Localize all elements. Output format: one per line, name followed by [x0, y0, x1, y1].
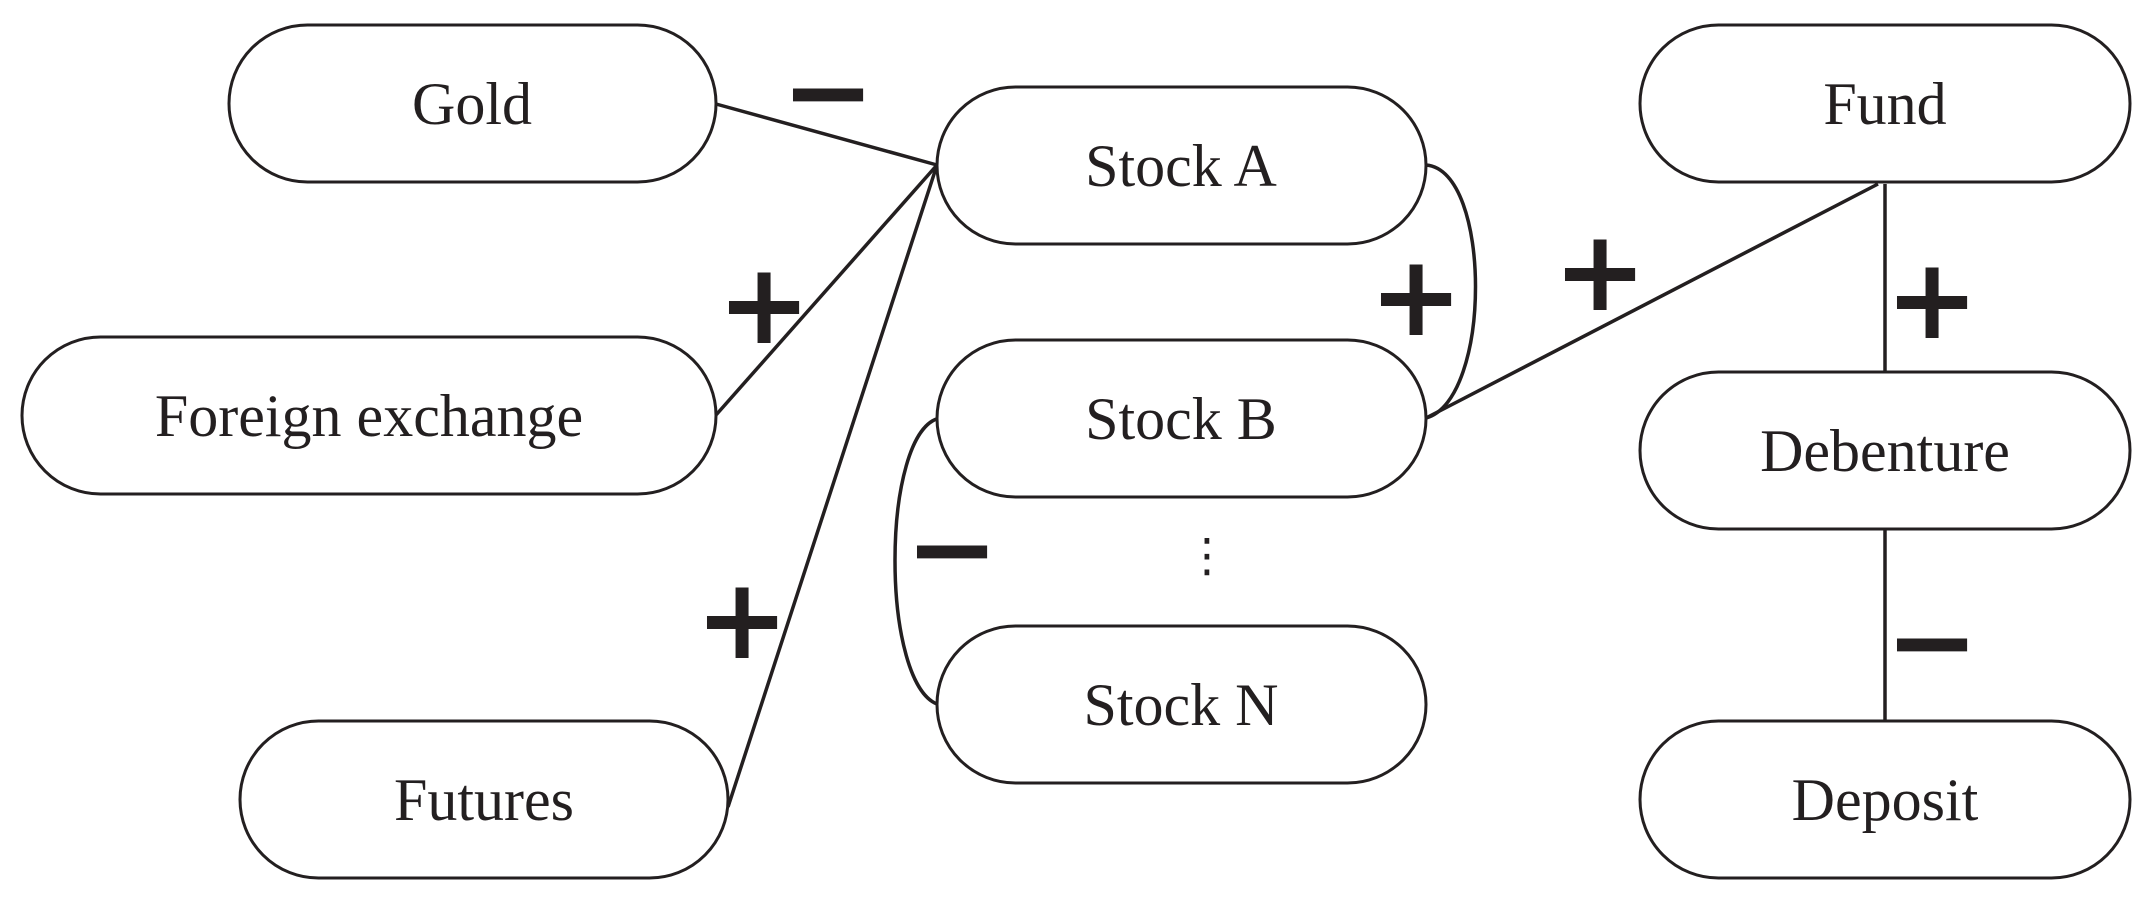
node-deposit: Deposit	[1638, 719, 2132, 880]
sign-foreign-exchange-stock-a: +	[717, 240, 811, 370]
node-futures: Futures	[238, 719, 730, 880]
sign-gold-stock-a: −	[781, 27, 875, 157]
node-debenture-label: Debenture	[1760, 418, 2010, 484]
node-debenture: Debenture	[1638, 370, 2132, 531]
ellipsis-vertical: ⋮	[1184, 528, 1230, 582]
sign-stock-a-stock-b: +	[1369, 232, 1463, 362]
edge-foreign-exchange-stock-a	[714, 163, 939, 417]
node-foreign-exchange-label: Foreign exchange	[155, 383, 583, 449]
edge-stock-b-fund	[1425, 182, 1879, 420]
node-futures-label: Futures	[394, 767, 574, 833]
node-stock-a-label: Stock A	[1085, 133, 1277, 199]
node-gold: Gold	[227, 23, 718, 184]
sign-stock-b-fund: +	[1553, 207, 1647, 337]
sign-stock-b-stock-n: −	[905, 484, 999, 614]
node-foreign-exchange: Foreign exchange	[20, 335, 718, 496]
sign-debenture-deposit: −	[1885, 577, 1979, 707]
node-gold-label: Gold	[412, 71, 532, 137]
edge-stock-b-stock-n	[893, 416, 941, 707]
node-stock-n-label: Stock N	[1084, 672, 1279, 738]
node-fund-label: Fund	[1823, 71, 1946, 137]
node-stock-b-label: Stock B	[1085, 386, 1277, 452]
sign-fund-debenture: +	[1885, 235, 1979, 365]
edge-futures-stock-a	[726, 164, 939, 808]
node-stock-a: Stock A	[935, 85, 1428, 246]
edge-gold-stock-a	[715, 102, 938, 167]
node-stock-b: Stock B	[935, 338, 1428, 499]
node-fund: Fund	[1638, 23, 2132, 184]
sign-futures-stock-a: +	[695, 555, 789, 685]
node-stock-n: Stock N	[935, 624, 1428, 785]
node-deposit-label: Deposit	[1792, 767, 1979, 833]
edge-stock-a-stock-b	[1425, 163, 1478, 420]
